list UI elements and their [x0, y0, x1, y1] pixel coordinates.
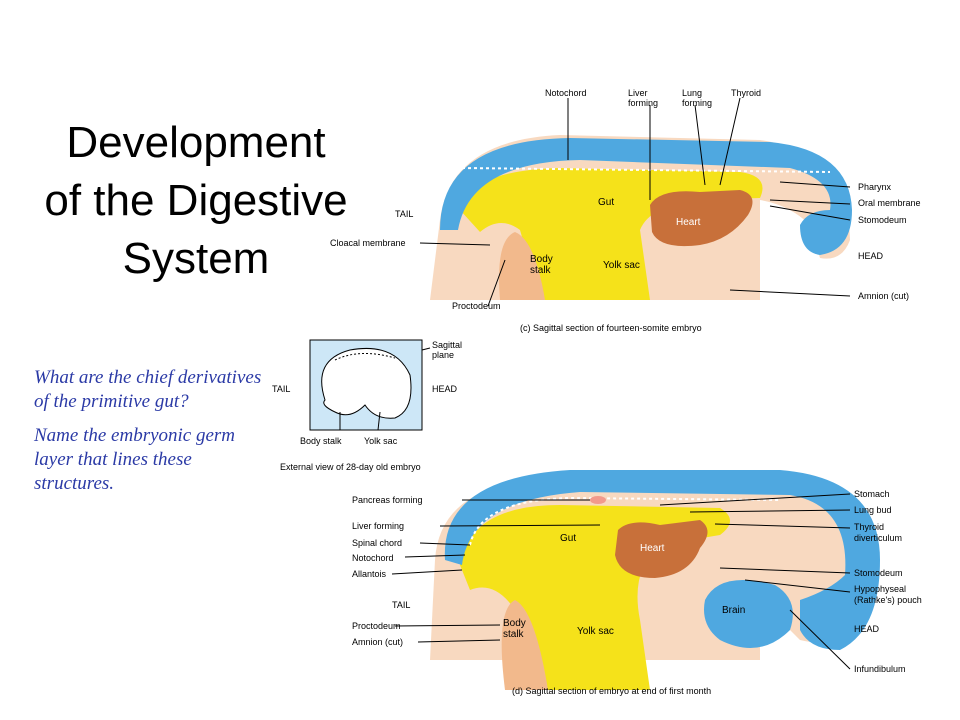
d-gut-label: Gut — [560, 533, 576, 544]
diagram-d-brain-shape — [704, 580, 793, 648]
c-thyroid-label: Thyroid — [731, 88, 761, 98]
d-thyroid-label-a: Thyroid — [854, 522, 884, 532]
d-pancreas-label: Pancreas forming — [352, 495, 423, 505]
diagram-d-pancreas-bud — [590, 496, 606, 504]
question-2: Name the embryonic germ layer that lines… — [34, 425, 236, 494]
question-1: What are the chief derivatives of the pr… — [34, 367, 262, 412]
d-thyroid-label-b: diverticulum — [854, 533, 902, 543]
d-stomodeum-label: Stomodeum — [854, 568, 903, 578]
title-line-3: System — [122, 234, 270, 283]
c-oral-membrane-label: Oral membrane — [858, 198, 921, 208]
c-liver-label-b: forming — [628, 98, 658, 108]
ev-sagittal-label-b: plane — [432, 350, 454, 360]
diagram-c-body-stalk — [499, 232, 545, 300]
c-body-label-a: Body — [530, 254, 553, 265]
d-heart-label: Heart — [640, 543, 665, 554]
c-gut-label: Gut — [598, 197, 614, 208]
external-view-embryo — [321, 347, 412, 419]
ev-caption: External view of 28-day old embryo — [280, 462, 421, 472]
c-tail-label: TAIL — [395, 209, 413, 219]
c-heart-label: Heart — [676, 217, 701, 228]
ev-yolk-sac-label: Yolk sac — [364, 436, 398, 446]
diagram-c-heart-shape — [650, 190, 753, 247]
d-spinal-label: Spinal chord — [352, 538, 402, 548]
d-liver-label: Liver forming — [352, 521, 404, 531]
d-notochord-label: Notochord — [352, 553, 394, 563]
d-hypophyseal-label-a: Hypophyseal — [854, 584, 906, 594]
d-lung-bud-label: Lung bud — [854, 505, 892, 515]
c-liver-label-a: Liver — [628, 88, 648, 98]
diagram-c — [430, 135, 852, 300]
ev-head-label: HEAD — [432, 384, 458, 394]
title-line-1: Development — [66, 118, 326, 167]
d-hypophyseal-label-b: (Rathke's) pouch — [854, 595, 922, 605]
slide-title: Development of the Digestive System — [0, 114, 392, 288]
d-body-label-a: Body — [503, 618, 526, 629]
c-proctodeum-label: Proctodeum — [452, 301, 501, 311]
d-brain-label: Brain — [722, 605, 745, 616]
d-allantois-label: Allantois — [352, 569, 387, 579]
d-yolk-sac-label: Yolk sac — [577, 626, 614, 637]
c-cloacal-membrane-label: Cloacal membrane — [330, 238, 406, 248]
diagram-d-labels: Pancreas forming Liver forming Spinal ch… — [352, 489, 922, 696]
c-notochord-label: Notochord — [545, 88, 587, 98]
diagram-d-ectoderm — [444, 470, 880, 650]
diagram-c-ectoderm — [440, 138, 852, 255]
c-body-label-b: stalk — [530, 265, 552, 276]
ev-sagittal-label-a: Sagittal — [432, 340, 462, 350]
d-infundibulum-label: Infundibulum — [854, 664, 906, 674]
c-pharynx-label: Pharynx — [858, 182, 892, 192]
c-yolk-sac-label: Yolk sac — [603, 260, 640, 271]
c-stomodeum-label: Stomodeum — [858, 215, 907, 225]
d-proctodeum-label: Proctodeum — [352, 621, 401, 631]
c-head-label: HEAD — [858, 251, 884, 261]
c-caption: (c) Sagittal section of fourteen-somite … — [520, 323, 702, 333]
c-lung-label-a: Lung — [682, 88, 702, 98]
c-lung-label-b: forming — [682, 98, 712, 108]
d-caption: (d) Sagittal section of embryo at end of… — [512, 686, 711, 696]
diagram-d-heart-shape — [615, 520, 708, 578]
title-line-2: of the Digestive — [44, 176, 348, 225]
d-head-label: HEAD — [854, 624, 880, 634]
d-tail-label: TAIL — [392, 600, 410, 610]
diagram-c-leaders — [419, 97, 851, 307]
ev-tail-label: TAIL — [272, 384, 290, 394]
ev-body-stalk-label: Body stalk — [300, 436, 342, 446]
d-amnion-label: Amnion (cut) — [352, 637, 403, 647]
c-amnion-label: Amnion (cut) — [858, 291, 909, 301]
diagram-d-leaders — [391, 493, 851, 670]
d-body-label-b: stalk — [503, 629, 525, 640]
diagram-d-body-stalk — [501, 600, 548, 690]
diagram-d — [430, 470, 880, 690]
questions-box: What are the chief derivatives of the pr… — [34, 366, 274, 506]
external-view: Sagittal plane HEAD TAIL Body stalk Yolk… — [272, 339, 462, 472]
diagram-c-labels: Notochord Liver forming Lung forming Thy… — [330, 88, 921, 333]
d-stomach-label: Stomach — [854, 489, 890, 499]
